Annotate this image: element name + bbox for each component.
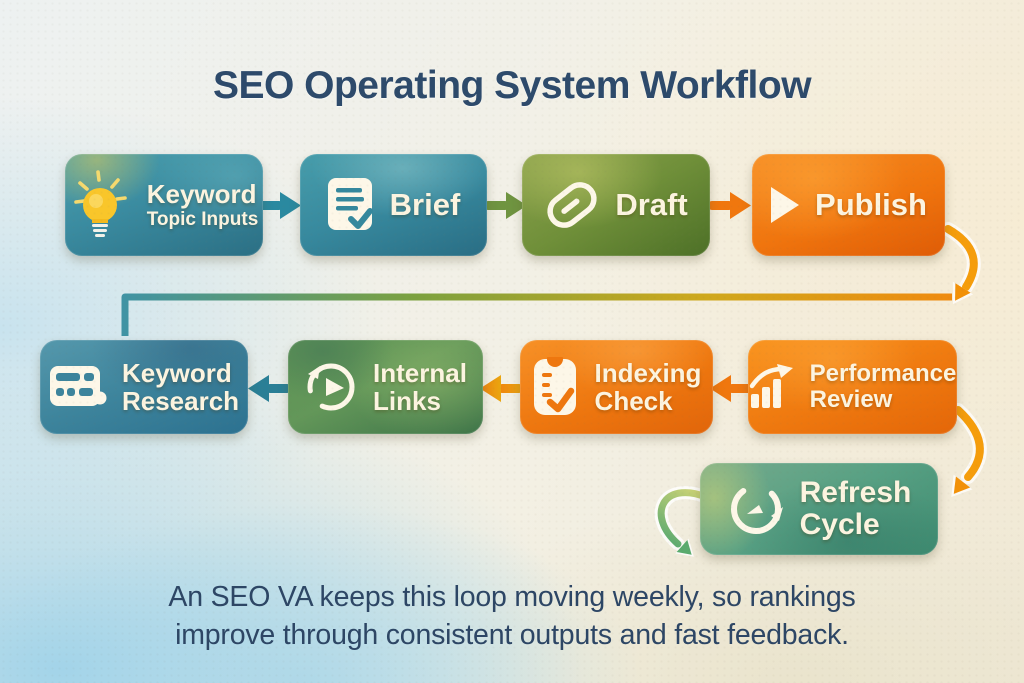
clock-icon (307, 363, 355, 411)
node-sublabel: Review (809, 386, 893, 413)
document-check-icon (327, 178, 373, 230)
publish-curve-arrow (941, 222, 981, 305)
node-sublabel: Cycle (799, 508, 880, 541)
keyword-table-icon (49, 366, 107, 406)
node-label: Brief (389, 187, 461, 223)
node-refresh-cycle: Refresh Cycle (700, 463, 938, 555)
arrow-links-to-research (248, 375, 291, 402)
node-label: Performance (809, 360, 957, 388)
node-performance-review: Performance Review (748, 340, 957, 434)
performance-to-refresh-arrow (951, 403, 987, 497)
arrow-inputs-to-brief (258, 192, 301, 219)
refresh-icon (730, 484, 783, 534)
caption-line-1: An SEO VA keeps this loop moving weekly,… (168, 581, 856, 613)
arrow-performance-to-indexing (710, 375, 753, 402)
node-draft: Draft (522, 154, 710, 256)
node-indexing-check: Indexing Check (520, 340, 713, 434)
return-loop-line (121, 293, 952, 336)
node-label: Keyword (121, 357, 232, 388)
caption: An SEO VA keeps this loop moving weekly,… (0, 578, 1024, 654)
node-label: Internal (373, 357, 467, 388)
node-sublabel: Links (373, 386, 441, 416)
node-label: Publish (815, 187, 927, 223)
node-sublabel: Research (121, 386, 240, 416)
refresh-loop-arrow (654, 486, 713, 557)
node-sublabel: Check (594, 386, 673, 416)
node-keyword-topic-inputs: Keyword Topic Inputs (65, 154, 263, 256)
node-label: Draft (615, 187, 688, 223)
page-title: SEO Operating System Workflow (212, 64, 812, 107)
arrow-indexing-to-links (480, 375, 523, 402)
play-icon (771, 187, 800, 223)
clipboard-check-icon (533, 357, 576, 415)
node-brief: Brief (300, 154, 487, 256)
paperclip-icon (547, 182, 597, 228)
node-label: Indexing (594, 357, 702, 388)
node-sublabel: Topic Inputs (146, 208, 259, 230)
node-internal-links: Internal Links (288, 340, 483, 434)
node-label: Keyword (146, 178, 257, 209)
lightbulb-icon (73, 170, 127, 237)
arrow-brief-to-draft (484, 192, 527, 219)
node-publish: Publish (752, 154, 945, 256)
caption-line-2: improve through consistent outputs and f… (175, 619, 849, 651)
node-keyword-research: Keyword Research (40, 340, 248, 434)
bar-chart-icon (749, 364, 793, 408)
node-label: Refresh (799, 475, 912, 509)
arrow-draft-to-publish (708, 192, 751, 219)
